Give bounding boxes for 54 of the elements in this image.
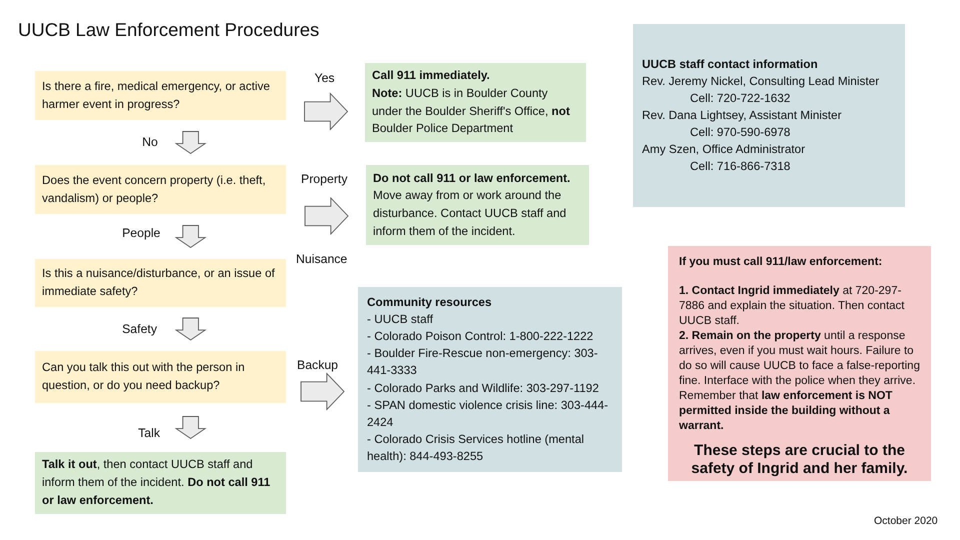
block-arrow <box>304 196 349 236</box>
question-box <box>35 71 286 120</box>
edge-label: Safety <box>122 322 157 336</box>
action-box <box>366 165 589 245</box>
body-text: Is this a nuisance/disturbance, or an issue of immediate safety? <box>42 265 276 300</box>
body-text: These steps are crucial to the safety of Ingrid and her family. <box>690 442 909 478</box>
body-text: - SPAN domestic violence crisis line: 303-444-2424 <box>367 396 610 431</box>
question-box <box>35 165 286 214</box>
edge-label: Yes <box>314 70 335 84</box>
heading: Community resources <box>367 294 493 312</box>
body-text: 2. Remain on the property until a response arrives, even if you must wait hours. Failure to do so will cause UUCB to face a false-reporting fine. Interface with the police when they arrive. Remember that law enforcement is NOT permitted inside the building without a warrant. <box>679 329 920 434</box>
block-arrow <box>300 372 345 411</box>
body-text: Note: UUCB is in Boulder County under the Boulder Sheriff's Office, not Boulder Police Department <box>372 84 571 138</box>
title: UUCB Law Enforcement Procedures <box>18 19 320 41</box>
edge-label: Property <box>301 172 348 186</box>
block-arrow <box>174 318 207 341</box>
body-text: - Colorado Poison Control: 1-800-222-1222 <box>367 328 594 346</box>
block-arrow <box>174 225 207 248</box>
heading: If you must call 911/law enforcement: <box>679 255 884 270</box>
block-arrow <box>174 131 207 154</box>
body-text: - Colorado Parks and Wildlife: 303-297-1192 <box>367 380 600 396</box>
action-box <box>365 63 586 142</box>
question-box <box>35 259 286 307</box>
body-text: Cell: 716-866-7318 <box>689 158 792 176</box>
block-arrow <box>174 416 207 440</box>
edge-label: Backup <box>297 358 338 372</box>
body-text: - Boulder Fire-Rescue non-emergency: 303-441-3333 <box>367 345 599 380</box>
body-text: Does the event concern property (i.e. theft, vandalism) or people? <box>42 172 267 206</box>
body-text: Amy Szen, Office Administrator <box>642 141 806 158</box>
date-note: October 2020 <box>874 515 938 527</box>
body-text: Rev. Dana Lightsey, Assistant Minister <box>642 106 843 124</box>
block-arrow <box>304 92 348 131</box>
info-panel <box>633 24 905 207</box>
body-text: Is there a fire, medical emergency, or active harmer event in progress? <box>42 78 271 112</box>
body-text: - UUCB staff <box>367 311 434 328</box>
action-box <box>35 452 286 514</box>
body-text: Can you talk this out with the person in question, or do you need backup? <box>42 359 246 394</box>
warning-panel <box>668 246 931 481</box>
body-text: Talk it out, then contact UUCB staff and inform them of the incident. Do not call 911 or law enforcement. <box>42 456 272 509</box>
branch-label: Nuisance <box>296 252 348 266</box>
body-text: 1. Contact Ingrid immediately at 720-297-7886 and explain the situation. Then contact UUCB staff. <box>679 284 906 330</box>
heading: UUCB staff contact information <box>642 56 819 73</box>
body-text: Cell: 720-722-1632 <box>689 90 792 107</box>
body-text: Rev. Jeremy Nickel, Consulting Lead Minister <box>642 72 880 90</box>
edge-label: People <box>122 226 160 240</box>
body-text: - Colorado Crisis Services hotline (mental health): 844-493-8255 <box>367 430 586 465</box>
body-text: Move away from or work around the disturbance. Contact UUCB staff and inform them of the incident. <box>373 187 568 240</box>
heading: Call 911 immediately. <box>372 67 491 84</box>
edge-label: No <box>142 134 158 148</box>
edge-label: Talk <box>138 426 160 440</box>
heading: Do not call 911 or law enforcement. <box>373 170 572 187</box>
question-box <box>35 351 286 403</box>
body-text: Cell: 970-590-6978 <box>689 124 792 142</box>
info-panel <box>358 287 622 472</box>
